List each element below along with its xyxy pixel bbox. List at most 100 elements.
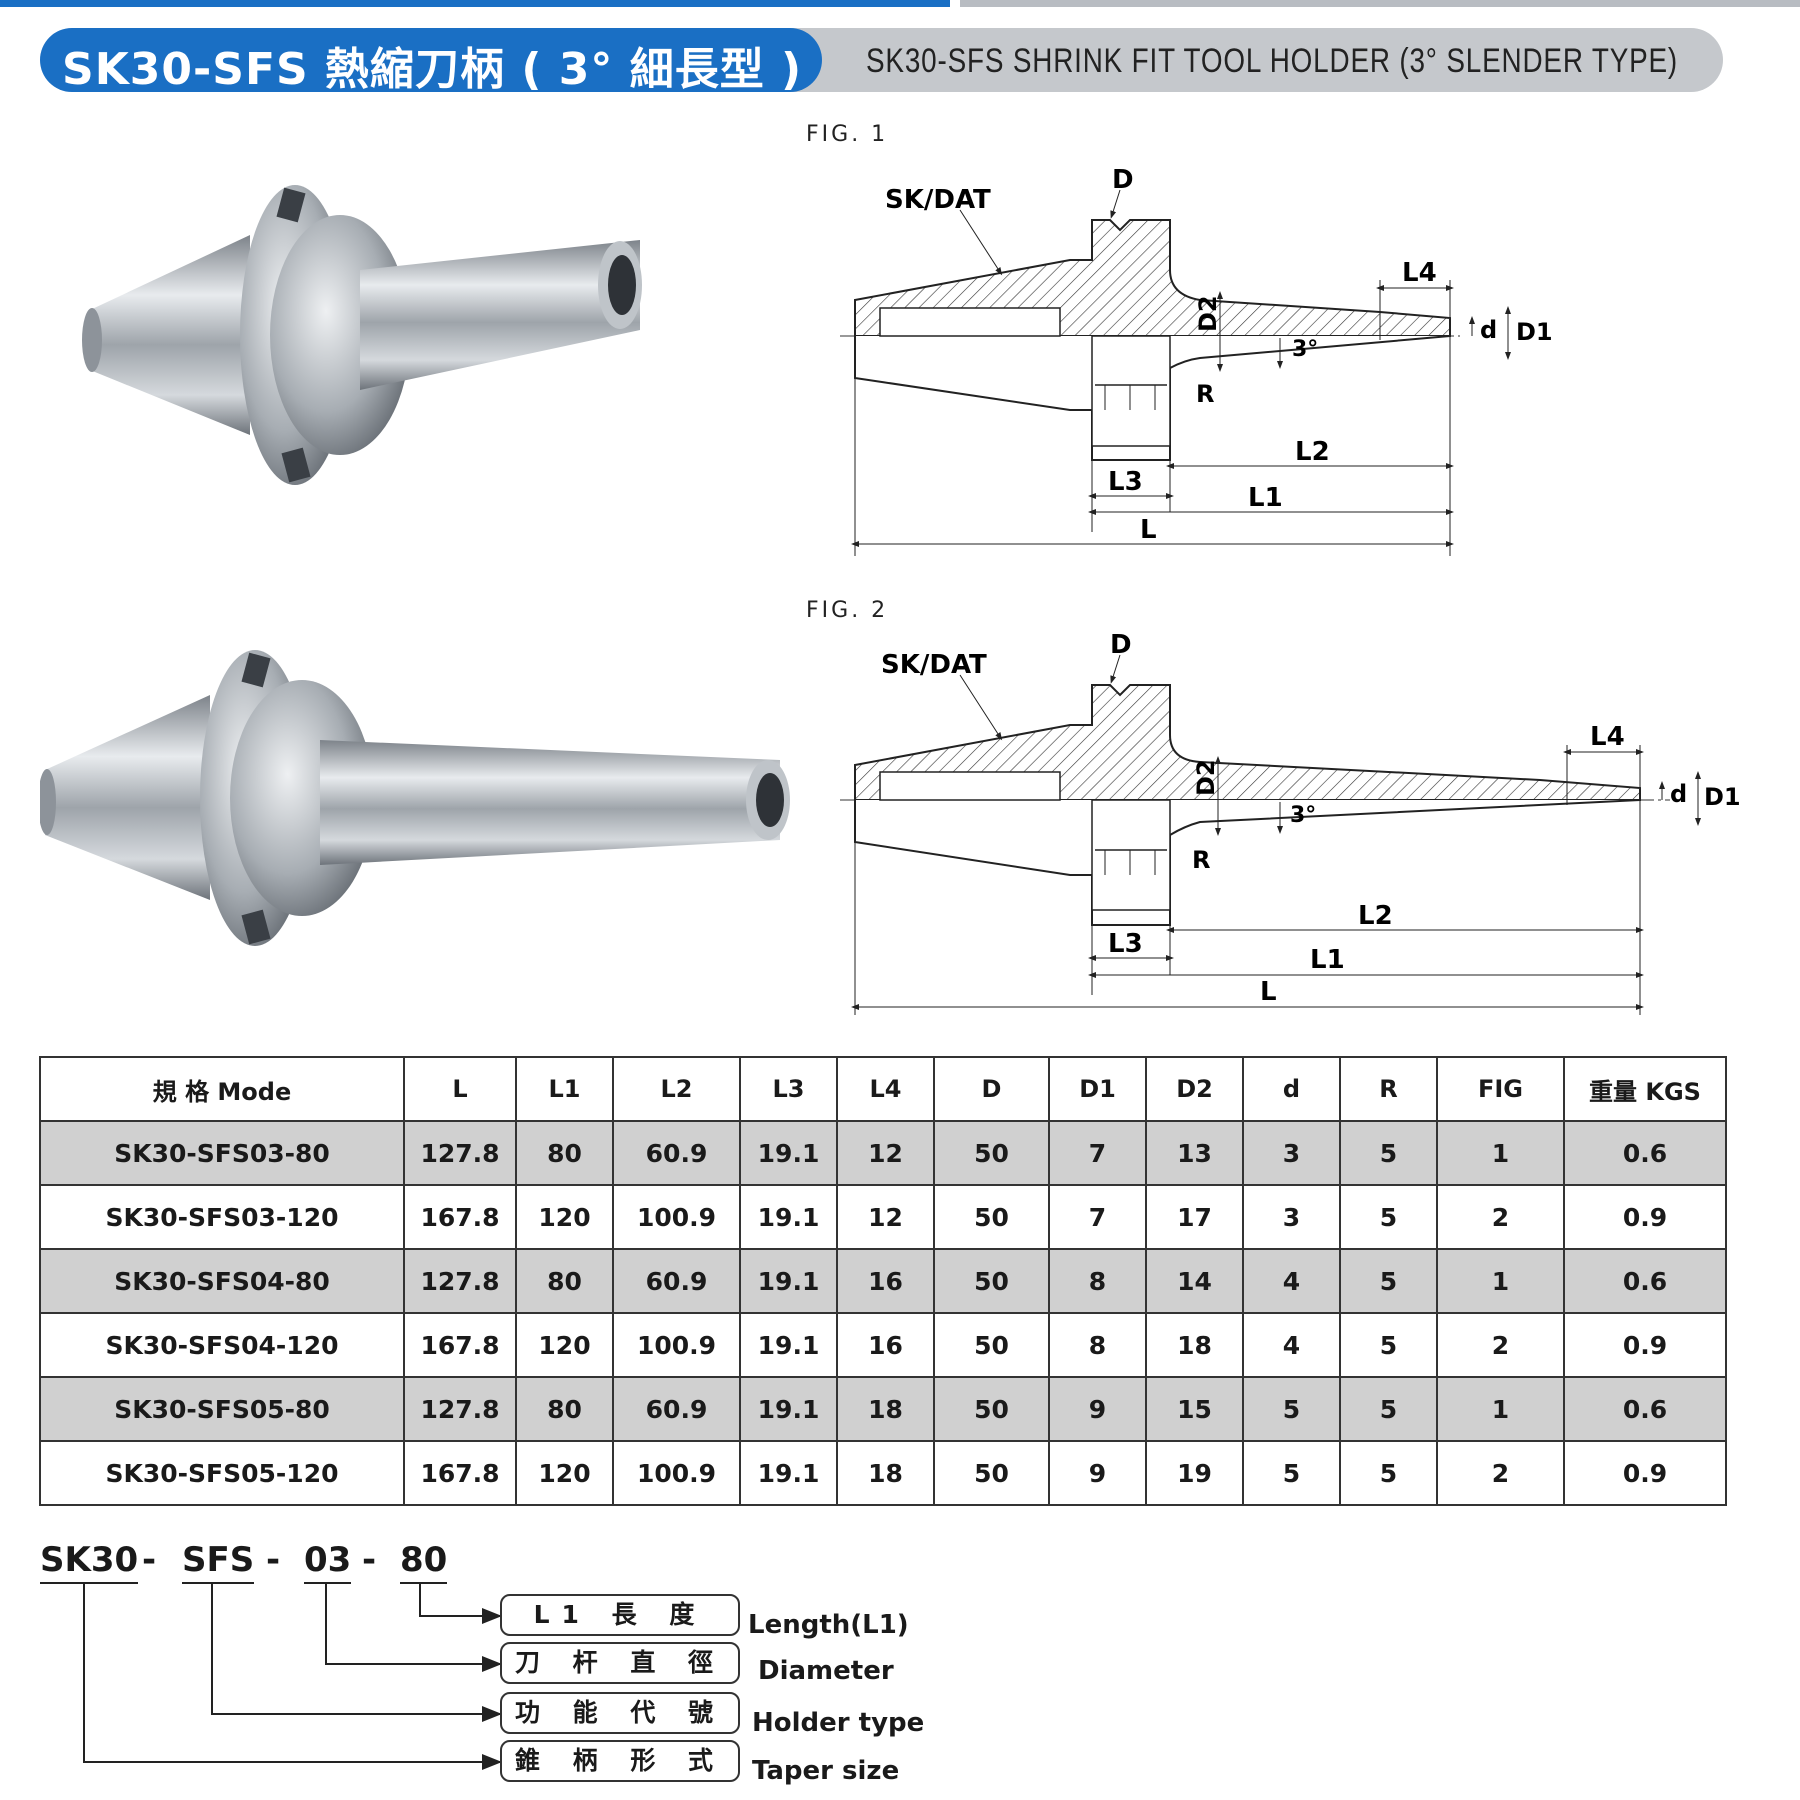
value-cell: 0.9: [1563, 1184, 1727, 1250]
value-cell: 50: [933, 1184, 1050, 1250]
value-cell: 80: [515, 1376, 614, 1442]
col-header: D: [933, 1056, 1050, 1122]
fig2-drawing: SK/DAT D L4 D2 3° d D1 R L2 L3 L1 L: [840, 630, 1740, 1015]
fig2-label-angle: 3°: [1290, 803, 1316, 828]
value-cell: 14: [1145, 1248, 1244, 1314]
value-cell: 3: [1242, 1120, 1341, 1186]
legend-holder-type-label: Holder type: [752, 1708, 925, 1738]
code-sep: -: [266, 1540, 281, 1580]
value-cell: 18: [1145, 1312, 1244, 1378]
value-cell: 60.9: [612, 1120, 741, 1186]
value-cell: 0.9: [1563, 1312, 1727, 1378]
value-cell: 50: [933, 1248, 1050, 1314]
value-cell: 127.8: [403, 1248, 517, 1314]
fig2-label-R: R: [1192, 846, 1210, 874]
value-cell: 8: [1048, 1248, 1147, 1314]
value-cell: 5: [1242, 1440, 1341, 1506]
code-connector-lines: [83, 1582, 502, 1770]
code-part-taper: SK30: [40, 1540, 139, 1584]
value-cell: 50: [933, 1440, 1050, 1506]
legend-taper-size-box: 錐 柄 形 式: [500, 1740, 740, 1782]
model-cell: SK30-SFS03-120: [39, 1184, 405, 1250]
fig1-label-D: D: [1112, 165, 1134, 195]
value-cell: 1: [1436, 1120, 1565, 1186]
value-cell: 2: [1436, 1440, 1565, 1506]
code-sep: -: [362, 1540, 377, 1580]
col-header: R: [1339, 1056, 1438, 1122]
col-header: L2: [612, 1056, 741, 1122]
col-header: D1: [1048, 1056, 1147, 1122]
fig2-label-D1: D1: [1704, 783, 1740, 811]
fig1-label: FIG. 1: [806, 122, 889, 147]
value-cell: 19: [1145, 1440, 1244, 1506]
spec-table: 規 格 Mode L L1 L2 L3 L4 D D1 D2 d R FIG 重…: [39, 1056, 1727, 1506]
fig2-label-d: d: [1670, 780, 1687, 808]
value-cell: 4: [1242, 1248, 1341, 1314]
fig2-label-D: D: [1110, 630, 1132, 660]
value-cell: 8: [1048, 1312, 1147, 1378]
value-cell: 1: [1436, 1376, 1565, 1442]
value-cell: 15: [1145, 1376, 1244, 1442]
fig1-label-D2: D2: [1194, 295, 1222, 332]
fig1-label-R: R: [1196, 380, 1214, 408]
fig1-drawing: SK/DAT D L4 D2 3° d D1 R L2 L3 L1 L: [840, 165, 1553, 556]
value-cell: 19.1: [739, 1184, 838, 1250]
value-cell: 4: [1242, 1312, 1341, 1378]
col-header: 規 格 Mode: [39, 1056, 405, 1122]
value-cell: 60.9: [612, 1248, 741, 1314]
col-header: D2: [1145, 1056, 1244, 1122]
value-cell: 19.1: [739, 1440, 838, 1506]
model-cell: SK30-SFS05-80: [39, 1376, 405, 1442]
value-cell: 120: [515, 1312, 614, 1378]
fig2-label: FIG. 2: [806, 598, 889, 623]
fig1-label-d: d: [1480, 316, 1497, 344]
value-cell: 100.9: [612, 1184, 741, 1250]
model-cell: SK30-SFS04-120: [39, 1312, 405, 1378]
fig1-label-D1: D1: [1516, 318, 1553, 346]
value-cell: 5: [1339, 1376, 1438, 1442]
value-cell: 19.1: [739, 1376, 838, 1442]
value-cell: 19.1: [739, 1248, 838, 1314]
product-photo-long: [40, 650, 790, 946]
code-part-diameter: 03: [304, 1540, 352, 1584]
value-cell: 7: [1048, 1120, 1147, 1186]
model-cell: SK30-SFS03-80: [39, 1120, 405, 1186]
value-cell: 50: [933, 1312, 1050, 1378]
value-cell: 12: [836, 1120, 935, 1186]
legend-diameter-box: 刀 杆 直 徑: [500, 1642, 740, 1684]
value-cell: 5: [1339, 1440, 1438, 1506]
legend-taper-size-label: Taper size: [752, 1756, 900, 1786]
fig2-label-L2: L2: [1358, 901, 1393, 931]
value-cell: 13: [1145, 1120, 1244, 1186]
value-cell: 5: [1339, 1312, 1438, 1378]
col-header: L3: [739, 1056, 838, 1122]
value-cell: 9: [1048, 1440, 1147, 1506]
value-cell: 5: [1339, 1248, 1438, 1314]
legend-length-box: L1 長 度: [500, 1594, 740, 1636]
page-title: SK30-SFS 熱縮刀柄 ( 3° 細長型 ): [62, 44, 803, 95]
top-accent-line: [0, 0, 950, 7]
value-cell: 0.6: [1563, 1248, 1727, 1314]
col-header: L4: [836, 1056, 935, 1122]
fig2-label-D2: D2: [1192, 759, 1220, 796]
value-cell: 19.1: [739, 1120, 838, 1186]
fig1-label-L3: L3: [1108, 467, 1143, 497]
value-cell: 0.6: [1563, 1376, 1727, 1442]
value-cell: 127.8: [403, 1376, 517, 1442]
value-cell: 5: [1339, 1120, 1438, 1186]
model-cell: SK30-SFS04-80: [39, 1248, 405, 1314]
legend-diameter-label: Diameter: [758, 1656, 894, 1686]
value-cell: 3: [1242, 1184, 1341, 1250]
value-cell: 50: [933, 1120, 1050, 1186]
fig2-label-L: L: [1260, 977, 1277, 1007]
value-cell: 50: [933, 1376, 1050, 1442]
col-header: d: [1242, 1056, 1341, 1122]
fig2-label-L4: L4: [1590, 722, 1625, 752]
title-english-band: [780, 28, 1723, 92]
value-cell: 16: [836, 1248, 935, 1314]
col-header: 重量 KGS: [1563, 1056, 1727, 1122]
